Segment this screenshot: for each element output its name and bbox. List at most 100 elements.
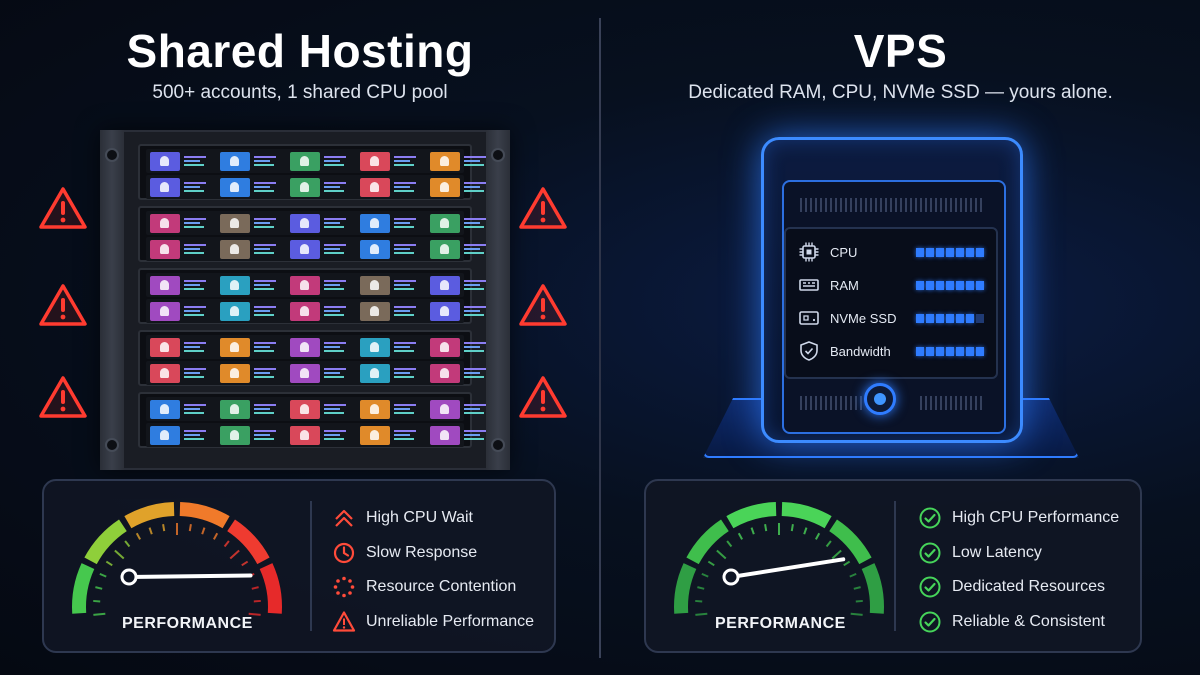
check-circle-icon — [919, 611, 941, 633]
account-row — [146, 299, 490, 323]
issue-label: High CPU Wait — [366, 509, 473, 527]
account-tile — [290, 301, 350, 321]
shared-performance-label: PERFORMANCE — [122, 615, 253, 632]
account-tile — [430, 399, 490, 419]
level-segment — [976, 313, 984, 323]
account-tile — [360, 151, 420, 171]
level-segment — [926, 346, 934, 356]
log-lines — [324, 429, 350, 441]
benefit-item: Low Latency — [918, 536, 1119, 571]
account-tile — [290, 151, 350, 171]
level-segment — [936, 346, 944, 356]
level-segment — [916, 313, 924, 323]
log-lines — [324, 181, 350, 193]
user-icon — [360, 177, 390, 197]
ram-icon — [799, 279, 819, 291]
gauge-tick — [695, 599, 703, 603]
vps-title: VPS — [853, 25, 948, 77]
user-icon — [150, 301, 180, 321]
power-button[interactable] — [864, 383, 896, 415]
vps-panel: VPS Dedicated RAM, CPU, NVMe SSD — yours… — [601, 0, 1200, 675]
benefit-label: Dedicated Resources — [952, 578, 1105, 596]
user-icon — [150, 239, 180, 259]
log-lines — [254, 181, 280, 193]
log-lines — [464, 367, 490, 379]
gauge-segment — [124, 502, 175, 529]
account-row — [146, 175, 490, 199]
issue-item: Slow Response — [332, 536, 534, 571]
gauge-tick — [124, 540, 131, 548]
level-segment — [966, 247, 974, 257]
user-icon — [290, 425, 320, 445]
user-icon — [430, 177, 460, 197]
user-icon — [430, 363, 460, 383]
account-row — [146, 397, 490, 421]
log-lines — [324, 305, 350, 317]
account-tile — [360, 275, 420, 295]
vps-benefits-list: High CPU Performance Low Latency Dedicat… — [918, 501, 1119, 639]
gauge-tick — [831, 549, 842, 560]
gauge-tick — [223, 540, 230, 548]
account-row — [146, 211, 490, 235]
log-lines — [254, 279, 280, 291]
gauge-hub — [120, 568, 138, 586]
log-lines — [254, 243, 280, 255]
account-row — [146, 273, 490, 297]
account-tile — [360, 239, 420, 259]
gauge-tick — [695, 612, 708, 616]
log-lines — [184, 217, 210, 229]
rack-server-unit — [138, 206, 490, 262]
account-tile — [290, 363, 350, 383]
user-icon — [430, 151, 460, 171]
rack-bays — [138, 144, 490, 454]
cpu-icon — [799, 242, 819, 262]
log-lines — [394, 403, 420, 415]
user-icon — [430, 275, 460, 295]
account-tile — [430, 301, 490, 321]
gauge-needle — [729, 557, 846, 579]
log-lines — [324, 217, 350, 229]
resource-label: NVMe SSD — [830, 310, 897, 326]
log-lines — [464, 181, 490, 193]
level-segment — [976, 346, 984, 356]
gauge-tick — [737, 532, 743, 540]
resource-level-bar — [914, 313, 984, 323]
account-tile — [290, 399, 350, 419]
log-lines — [254, 403, 280, 415]
user-icon — [290, 213, 320, 233]
user-icon — [360, 301, 390, 321]
gauge-tick — [93, 599, 101, 603]
account-tile — [220, 337, 280, 357]
account-tile — [430, 337, 490, 357]
user-icon — [150, 151, 180, 171]
level-segment — [946, 346, 954, 356]
account-tile — [220, 239, 280, 259]
gauge-segment — [259, 563, 282, 614]
resource-panel: CPU RAM NVMe SSD Bandwidth — [784, 227, 998, 379]
gauge-tick — [105, 560, 113, 567]
user-icon — [430, 301, 460, 321]
log-lines — [464, 305, 490, 317]
log-lines — [184, 155, 210, 167]
user-icon — [430, 399, 460, 419]
gauge-tick — [750, 527, 755, 535]
account-tile — [290, 275, 350, 295]
shared-hosting-title: Shared Hosting — [126, 25, 474, 77]
resource-level-bar — [914, 247, 984, 257]
check-circle-icon — [919, 507, 941, 529]
user-icon — [220, 425, 250, 445]
user-icon — [430, 425, 460, 445]
account-tile — [220, 177, 280, 197]
resource-label: CPU — [830, 244, 858, 260]
user-icon — [290, 151, 320, 171]
level-segment — [926, 280, 934, 290]
user-icon — [360, 213, 390, 233]
user-icon — [220, 239, 250, 259]
log-lines — [184, 279, 210, 291]
account-tile — [290, 425, 350, 445]
log-lines — [394, 279, 420, 291]
account-tile — [430, 177, 490, 197]
gauge-tick — [701, 572, 709, 578]
log-lines — [254, 429, 280, 441]
rack-server-unit — [138, 268, 490, 324]
